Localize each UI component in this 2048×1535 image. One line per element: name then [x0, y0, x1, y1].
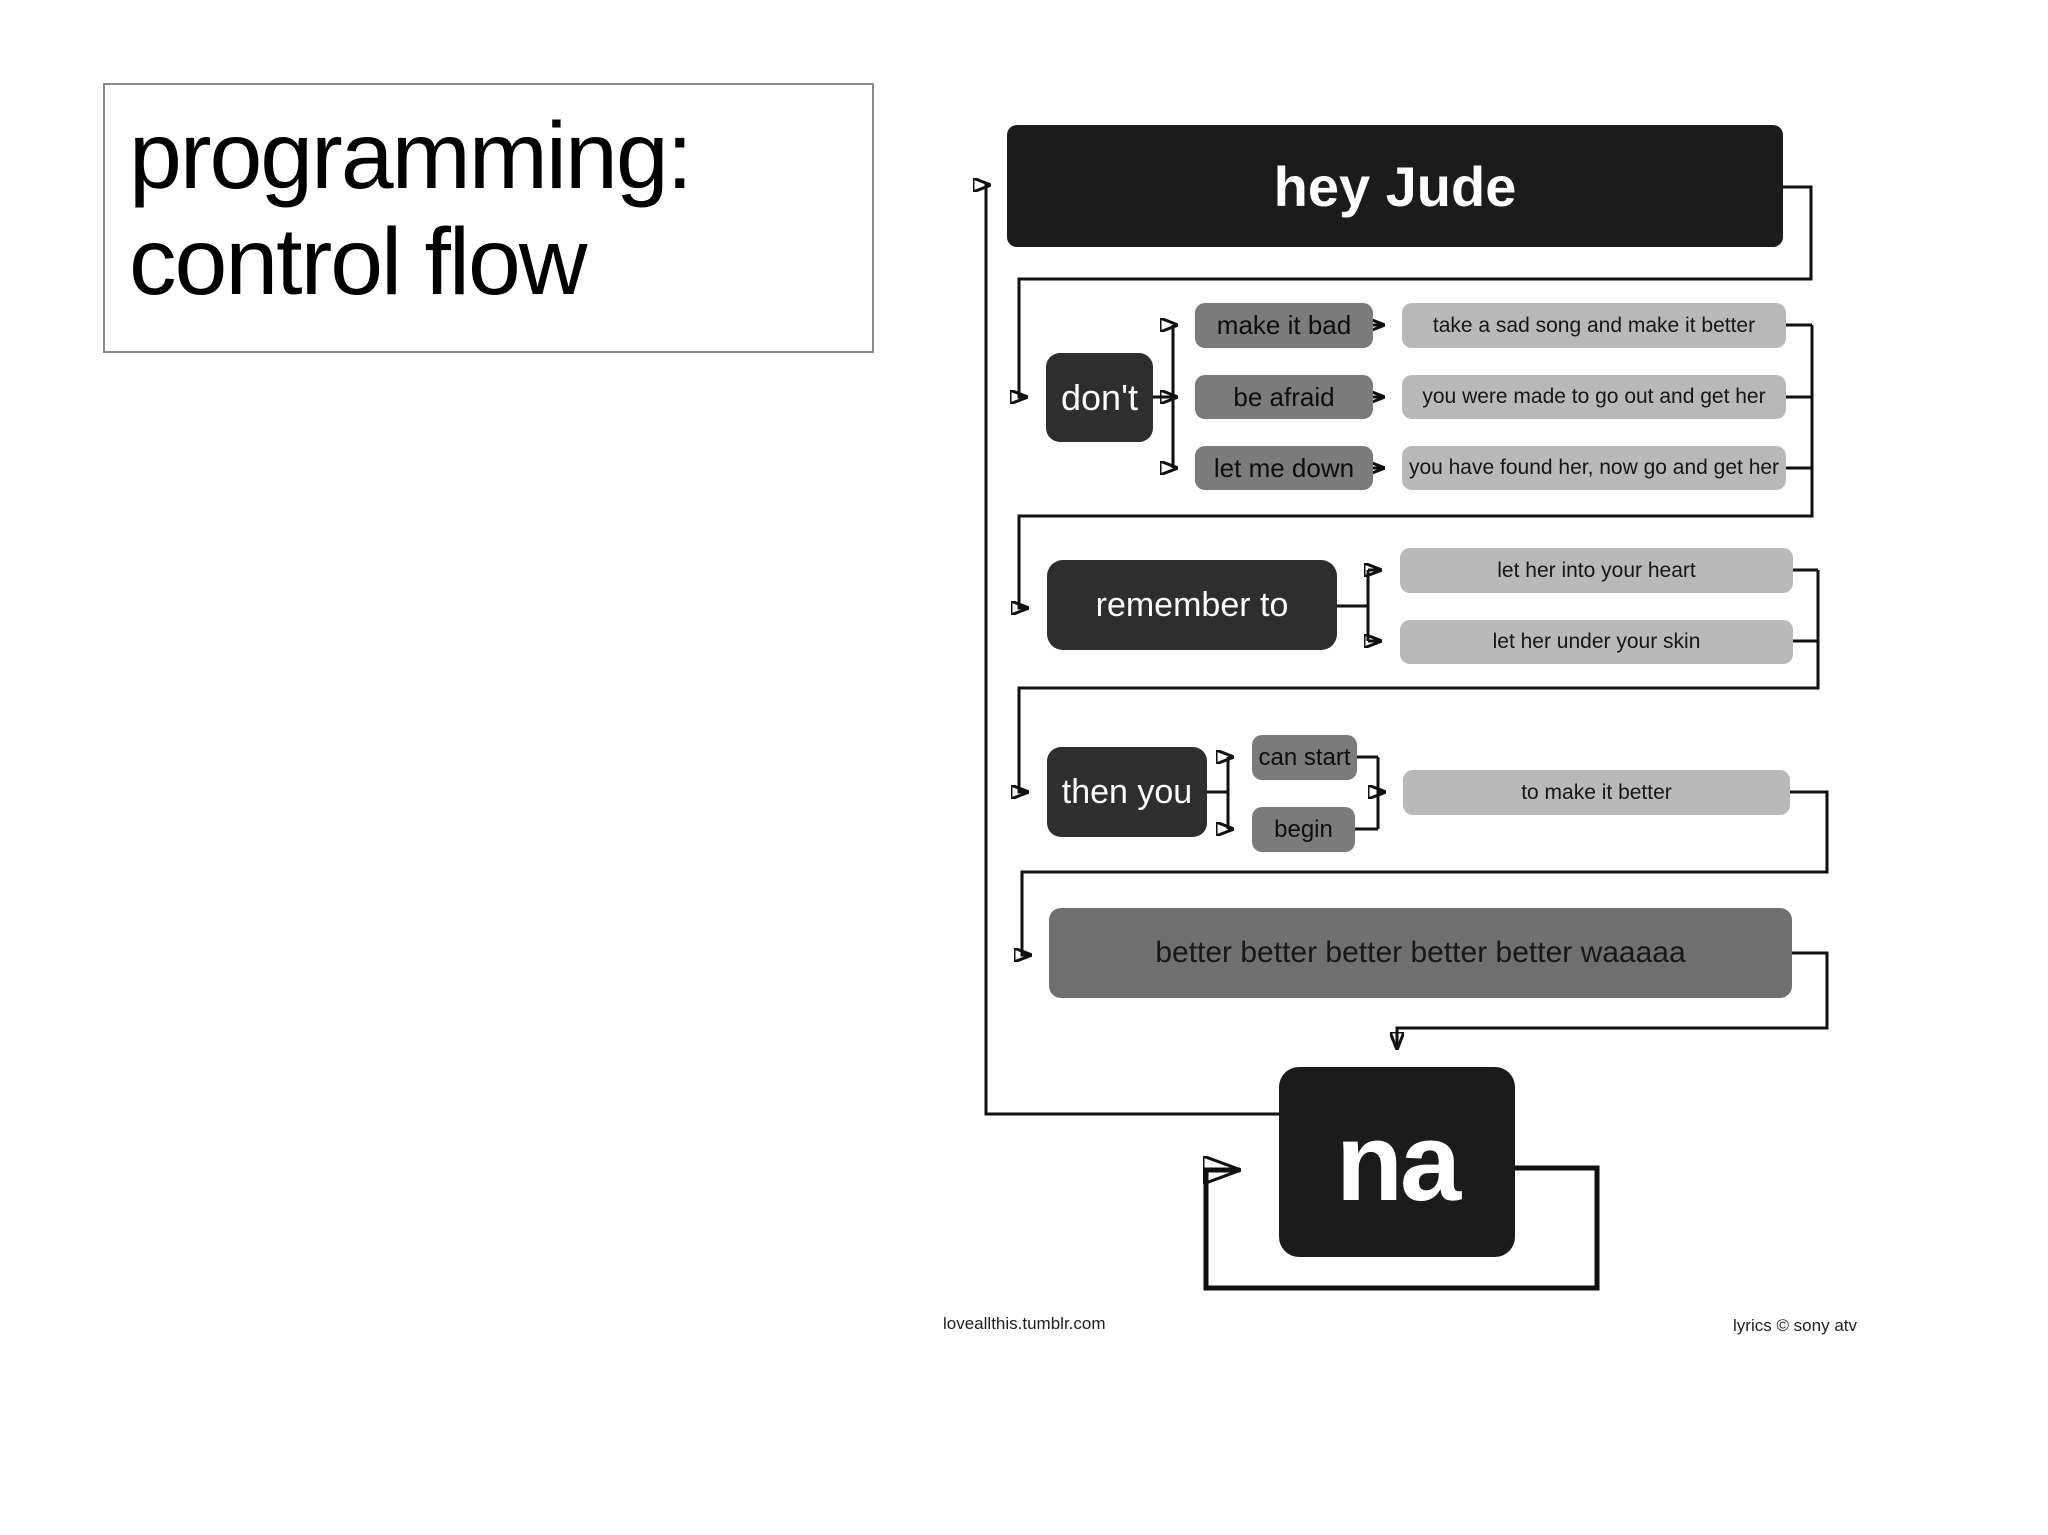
node-be-afraid: be afraid: [1195, 375, 1373, 419]
slide-title-line1: programming:: [129, 103, 693, 209]
node-let-her-under-your-skin: let her under your skin: [1400, 620, 1793, 664]
node-let-me-down: let me down: [1195, 446, 1373, 490]
node-dont: don't: [1046, 353, 1153, 442]
connector-row3-to-chorus: [1022, 790, 1829, 955]
slide-title: programming: control flow: [129, 103, 693, 316]
connector-start-to-dont: [1019, 185, 1813, 397]
node-you-have-found-her: you have found her, now go and get her: [1402, 446, 1786, 490]
slide-title-line2: control flow: [129, 209, 587, 316]
node-you-were-made: you were made to go out and get her: [1402, 375, 1786, 419]
node-hey-jude: hey Jude: [1007, 125, 1783, 247]
node-let-her-into-your-heart: let her into your heart: [1400, 548, 1793, 593]
node-na: na: [1279, 1067, 1515, 1257]
node-make-it-bad: make it bad: [1195, 303, 1373, 348]
node-begin: begin: [1252, 807, 1355, 852]
connector-row2-to-thenyou: [1019, 570, 1820, 792]
node-remember-to: remember to: [1047, 560, 1337, 650]
connector-na-self-loop: [1206, 1168, 1600, 1291]
connector-chorus-to-na: [1397, 951, 1829, 1049]
node-to-make-it-better: to make it better: [1403, 770, 1790, 815]
credit-lyrics: lyrics © sony atv: [1733, 1316, 1857, 1335]
connector-return-loop: [986, 185, 1279, 1116]
node-then-you: then you: [1047, 747, 1207, 837]
node-take-a-sad-song: take a sad song and make it better: [1402, 303, 1786, 348]
node-better-chorus: better better better better better waaaa…: [1049, 908, 1792, 998]
title-box: programming: control flow: [103, 83, 874, 353]
credit-source: loveallthis.tumblr.com: [943, 1314, 1106, 1333]
node-can-start: can start: [1252, 735, 1357, 780]
connector-row1-to-remember: [1019, 325, 1814, 608]
